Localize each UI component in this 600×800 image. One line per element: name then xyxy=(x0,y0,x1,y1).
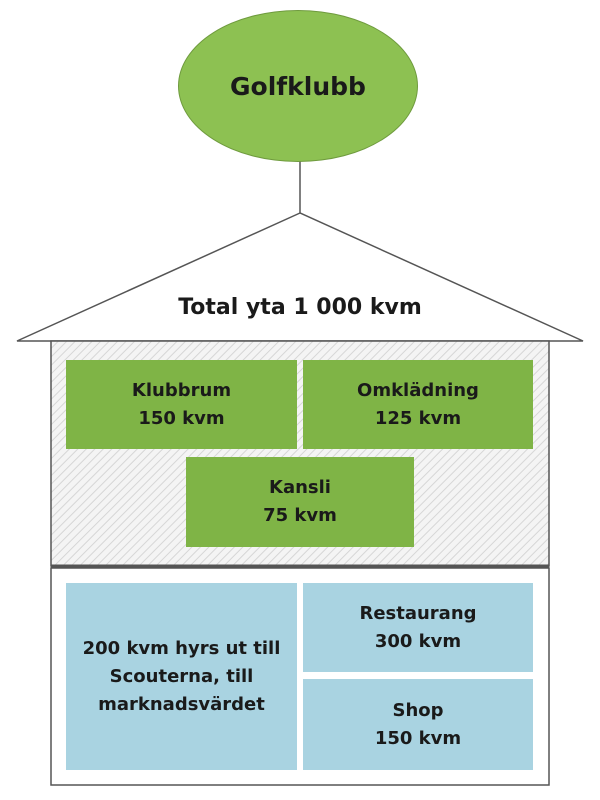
room-kansli: Kansli 75 kvm xyxy=(186,457,414,547)
golfklubb-oval: Golfklubb xyxy=(178,10,418,162)
rented-line: marknadsvärdet xyxy=(98,693,265,715)
room-shop: Shop 150 kvm xyxy=(303,679,533,770)
title-text: Golfklubb xyxy=(230,71,366,101)
room-area: 75 kvm xyxy=(263,505,337,526)
room-restaurang: Restaurang 300 kvm xyxy=(303,583,533,672)
room-name: Kansli xyxy=(269,477,331,498)
room-area: 125 kvm xyxy=(374,407,462,429)
room-klubbrum: Klubbrum 150 kvm xyxy=(66,360,297,449)
rented-line: Scouterna, till xyxy=(109,665,254,687)
room-area: 300 kvm xyxy=(374,630,462,652)
room-name: Shop xyxy=(392,699,444,721)
room-rented-scouts: 200 kvm hyrs ut till Scouterna, till mar… xyxy=(66,583,297,770)
room-name: Omklädning xyxy=(357,379,479,401)
room-area: 150 kvm xyxy=(374,727,462,749)
room-name: Klubbrum xyxy=(131,379,232,401)
rented-line: 200 kvm hyrs ut till xyxy=(82,637,281,659)
room-omkladning: Omklädning 125 kvm xyxy=(303,360,533,449)
room-area: 150 kvm xyxy=(138,407,225,429)
room-name: Restaurang xyxy=(359,602,477,624)
total-area-label: Total yta 1 000 kvm xyxy=(178,295,422,320)
house-roof xyxy=(16,212,584,342)
